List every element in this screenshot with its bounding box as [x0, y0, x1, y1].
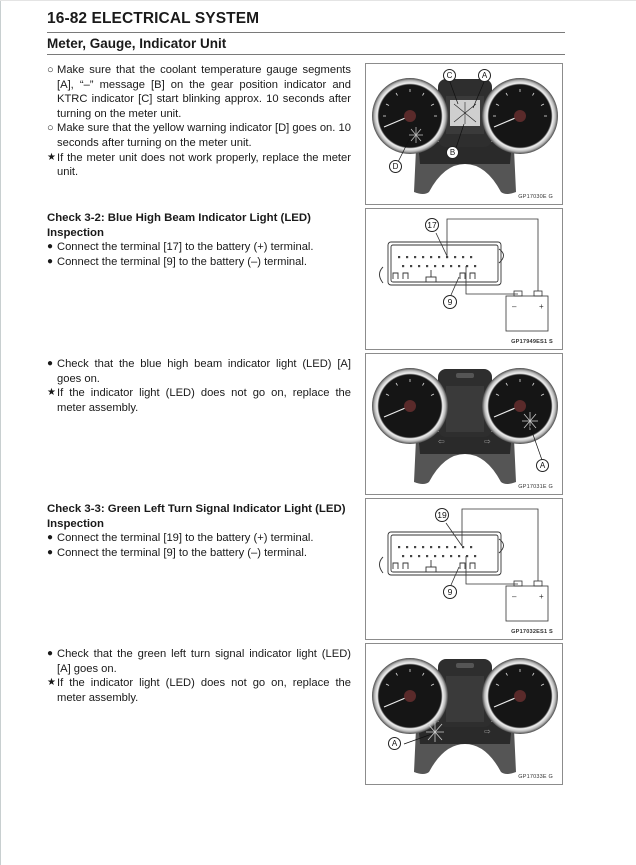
- figure-code: GP17949ES1 S: [511, 339, 553, 345]
- meter-unit-illustration: ⇦ ⇨: [372, 368, 558, 484]
- divider: [47, 54, 565, 55]
- instruction-text: Connect the terminal [19] to the battery…: [57, 532, 314, 545]
- callout-terminal-19: 19: [435, 508, 449, 522]
- connector-figure-1: – + 17 9 GP17949ES1 S: [365, 208, 563, 350]
- page-edge-top: [0, 0, 636, 1]
- instruction-item: ★If the meter unit does not work properl…: [47, 151, 351, 180]
- meter-unit-illustration: [372, 78, 558, 194]
- instruction-text: If the indicator light (LED) does not go…: [57, 387, 351, 414]
- dot-bullet-icon: ●: [47, 241, 54, 253]
- instruction-text: Check that the green left turn signal in…: [57, 648, 351, 675]
- intro-text-block: ○Make sure that the coolant temperature …: [47, 63, 351, 180]
- connector-wiring-diagram: – +: [379, 218, 549, 332]
- callout-b: B: [446, 146, 459, 159]
- instruction-text: Check that the blue high beam indicator …: [57, 358, 351, 385]
- instruction-text: Connect the terminal [9] to the battery …: [57, 255, 307, 268]
- callout-a: A: [388, 737, 401, 750]
- star-bullet-icon: ★: [47, 151, 56, 163]
- instruction-item: ★If the indicator light (LED) does not g…: [47, 676, 351, 705]
- instruction-item: ○Make sure that the coolant temperature …: [47, 63, 351, 121]
- svg-text:⇨: ⇨: [484, 437, 491, 446]
- section-title: Meter, Gauge, Indicator Unit: [47, 36, 227, 51]
- dot-bullet-icon: ●: [47, 358, 54, 369]
- instruction-text: Connect the terminal [9] to the battery …: [57, 546, 307, 559]
- meter-unit-illustration: ⇨: [372, 658, 558, 774]
- instruction-item: ○Make sure that the yellow warning indic…: [47, 121, 351, 150]
- connector-wiring-diagram: – +: [379, 508, 549, 622]
- instruction-item: ●Connect the terminal [17] to the batter…: [47, 240, 351, 255]
- meter-figure-2: ⇦ ⇨ A GP17031E G: [365, 353, 563, 495]
- figure-code: GP17032ES1 S: [511, 629, 553, 635]
- instruction-item: ●Check that the green left turn signal i…: [47, 647, 351, 676]
- circle-bullet-icon: ○: [47, 122, 54, 135]
- star-bullet-icon: ★: [47, 677, 56, 689]
- star-bullet-icon: ★: [47, 387, 56, 399]
- instruction-text: Make sure that the yellow warning indica…: [57, 122, 351, 149]
- page-title: 16-82 ELECTRICAL SYSTEM: [47, 10, 260, 27]
- check-3-2-block: Check 3-2: Blue High Beam Indicator Ligh…: [47, 211, 351, 269]
- svg-text:+: +: [539, 302, 544, 311]
- figure-code: GP17031E G: [518, 484, 553, 490]
- callout-terminal-9: 9: [443, 295, 457, 309]
- check-3-3-block: Check 3-3: Green Left Turn Signal Indica…: [47, 502, 351, 560]
- check-3-2-result-block: ●Check that the blue high beam indicator…: [47, 357, 351, 415]
- instruction-item: ★If the indicator light (LED) does not g…: [47, 386, 351, 415]
- instruction-text: If the indicator light (LED) does not go…: [57, 677, 351, 704]
- svg-text:–: –: [512, 592, 517, 601]
- instruction-text: Connect the terminal [17] to the battery…: [57, 241, 314, 254]
- connector-figure-2: – + 19 9 GP17032ES1 S: [365, 498, 563, 640]
- instruction-item: ●Connect the terminal [9] to the battery…: [47, 546, 351, 561]
- meter-figure-3: ⇨ A GP17033E G: [365, 643, 563, 785]
- callout-c: C: [443, 69, 456, 82]
- callout-a: A: [536, 459, 549, 472]
- divider: [47, 32, 565, 33]
- figure-code: GP17030E G: [518, 194, 553, 200]
- dot-bullet-icon: ●: [47, 532, 54, 544]
- callout-terminal-17: 17: [425, 218, 439, 232]
- figure-code: GP17033E G: [518, 774, 553, 780]
- meter-figure-1: C A D B GP17030E G: [365, 63, 563, 205]
- callout-terminal-9: 9: [443, 585, 457, 599]
- check-heading: Check 3-3: Green Left Turn Signal Indica…: [47, 503, 346, 530]
- instruction-text: Make sure that the coolant temperature g…: [57, 64, 351, 120]
- circle-bullet-icon: ○: [47, 64, 54, 76]
- svg-text:⇨: ⇨: [484, 727, 491, 736]
- svg-text:–: –: [512, 302, 517, 311]
- instruction-item: ●Connect the terminal [19] to the batter…: [47, 531, 351, 546]
- callout-d: D: [389, 160, 402, 173]
- svg-text:+: +: [539, 592, 544, 601]
- dot-bullet-icon: ●: [47, 546, 54, 558]
- instruction-text: If the meter unit does not work properly…: [57, 151, 351, 179]
- svg-text:⇦: ⇦: [438, 437, 445, 446]
- check-heading: Check 3-2: Blue High Beam Indicator Ligh…: [47, 212, 311, 239]
- page-edge: [0, 0, 1, 865]
- instruction-item: ●Connect the terminal [9] to the battery…: [47, 255, 351, 270]
- dot-bullet-icon: ●: [47, 255, 54, 267]
- check-3-3-result-block: ●Check that the green left turn signal i…: [47, 647, 351, 705]
- callout-a: A: [478, 69, 491, 82]
- instruction-item: ●Check that the blue high beam indicator…: [47, 357, 351, 386]
- dot-bullet-icon: ●: [47, 648, 54, 659]
